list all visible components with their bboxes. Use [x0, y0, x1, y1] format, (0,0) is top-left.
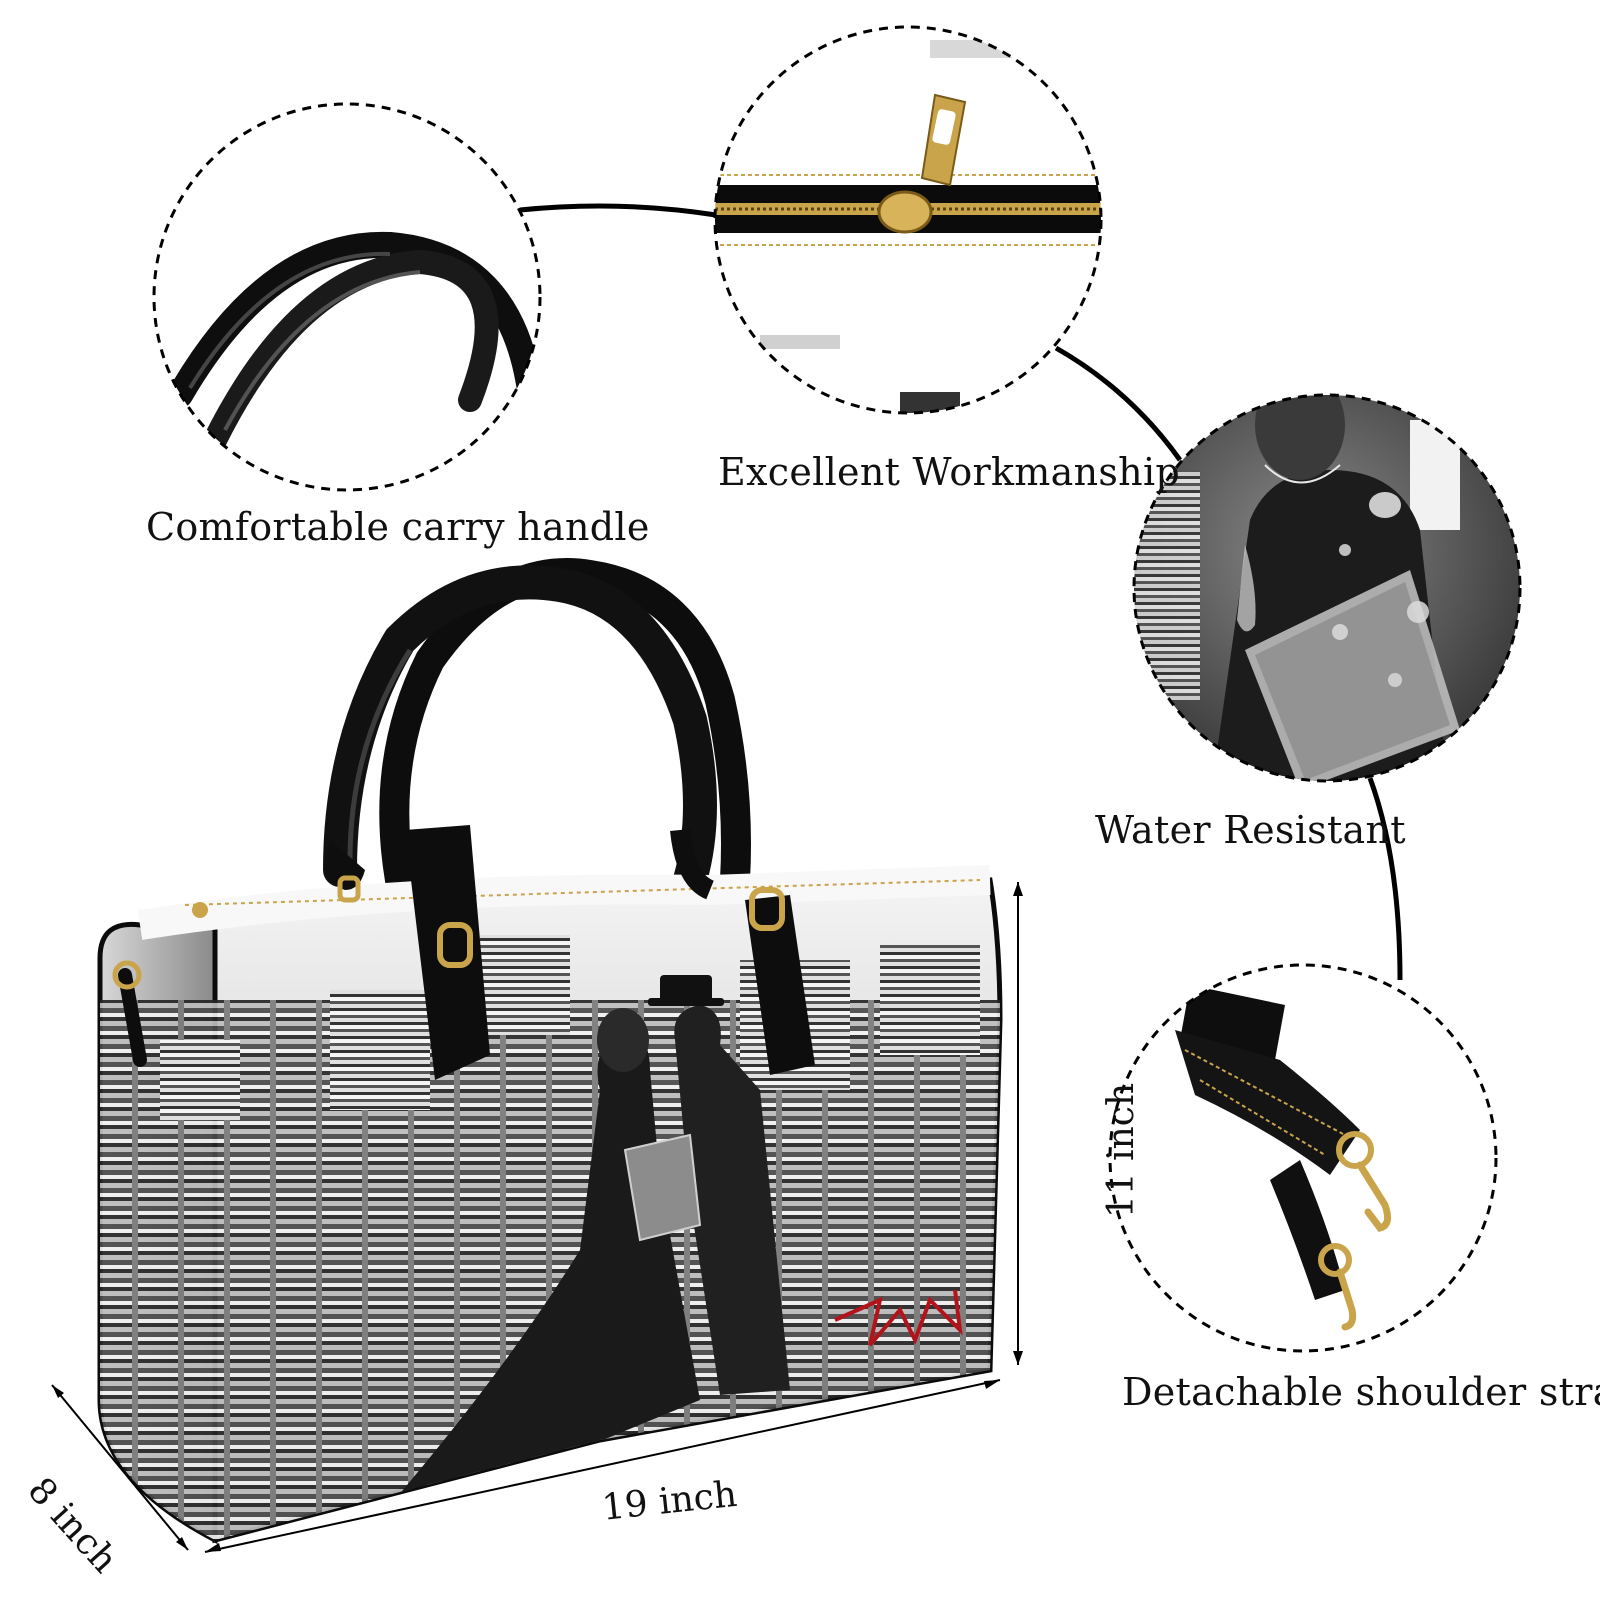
handle-detail-callout	[154, 104, 540, 490]
bag-handle-front	[323, 565, 717, 897]
water-detail-ring	[1132, 393, 1522, 783]
bag-print-books	[100, 935, 1000, 1540]
bag-handle-back	[379, 558, 751, 895]
connector-line-water-strap	[1367, 777, 1403, 981]
artist-signature	[834, 1289, 963, 1347]
duffel-bag-illustration	[97, 558, 1003, 1545]
handle-tab-left	[325, 840, 365, 903]
workmanship-detail-callout	[715, 27, 1101, 413]
dimension-line-width	[204, 1379, 1001, 1553]
connector-line-workmanship-water	[1054, 345, 1183, 462]
strap-detail-ring	[1108, 963, 1498, 1353]
dimension-line-height	[1013, 882, 1023, 1365]
handle-tab-center	[405, 825, 490, 1080]
dimension-height-label: 11 inch	[1101, 1082, 1143, 1219]
workmanship-detail-ring	[713, 25, 1103, 415]
strap-detail-callout	[1110, 965, 1496, 1351]
label-carry-handle: Comfortable carry handle	[146, 505, 650, 549]
label-water-resistant: Water Resistant	[1095, 808, 1406, 852]
handle-detail-ring	[152, 102, 542, 492]
water-detail-callout	[1134, 395, 1520, 781]
dimension-line-depth	[51, 1384, 189, 1551]
label-workmanship: Excellent Workmanship	[718, 450, 1181, 494]
handle-tab-right	[670, 828, 815, 1075]
connector-line-handle-workmanship	[519, 203, 717, 218]
label-shoulder-strap: Detachable shoulder strap	[1122, 1370, 1600, 1414]
